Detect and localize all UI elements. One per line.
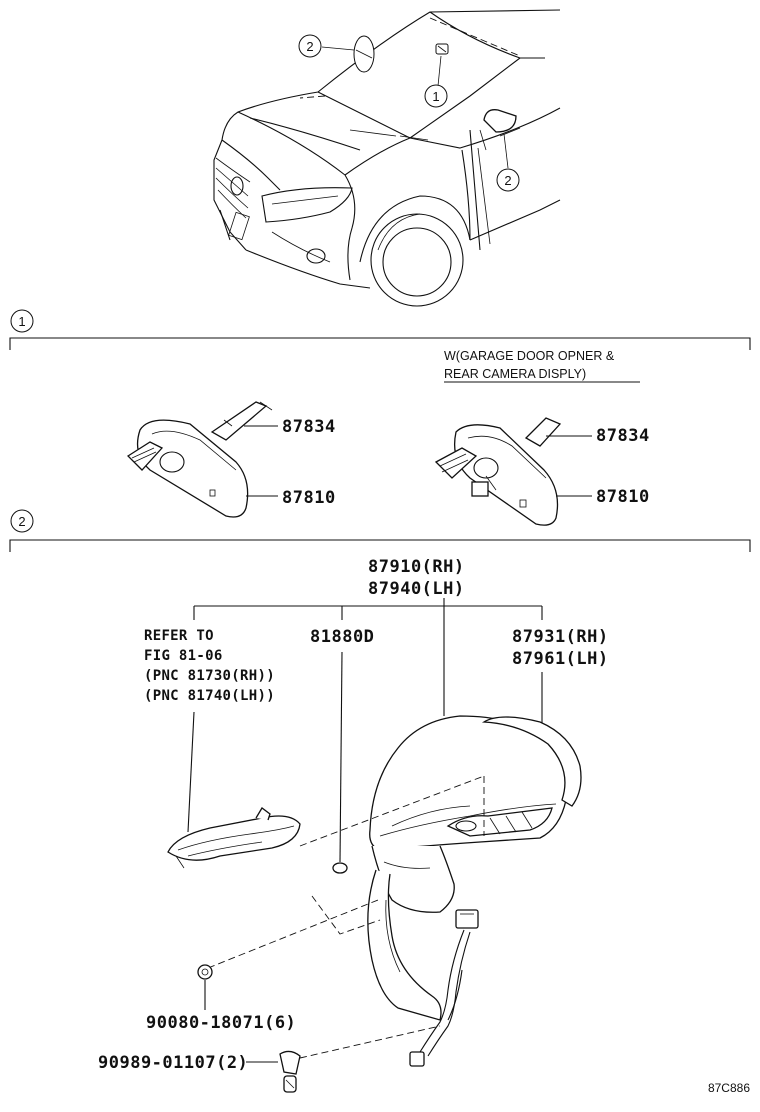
svg-text:W(GARAGE DOOR OPNER &: W(GARAGE DOOR OPNER & bbox=[444, 349, 615, 363]
svg-text:2: 2 bbox=[18, 514, 25, 529]
refer-line-3: (PNC 81730(RH)) bbox=[144, 668, 275, 684]
outer-mirror-assembly bbox=[207, 715, 582, 1067]
clip-90989 bbox=[246, 1050, 301, 1093]
vehicle-illustration bbox=[213, 9, 561, 307]
svg-text:1: 1 bbox=[432, 89, 439, 104]
label-87940-lh: 87940(LH) bbox=[368, 579, 465, 599]
refer-line-1: REFER TO bbox=[144, 628, 214, 644]
label-90989: 90989-01107(2) bbox=[98, 1053, 248, 1073]
part-81880d-shape bbox=[332, 862, 348, 874]
svg-text:2: 2 bbox=[306, 39, 313, 54]
label-87810-left: 87810 bbox=[282, 488, 336, 508]
variant-note: W(GARAGE DOOR OPNER & REAR CAMERA DISPLY… bbox=[444, 349, 640, 383]
assembly-bracket bbox=[193, 598, 543, 716]
label-87931-rh: 87931(RH) bbox=[512, 627, 609, 647]
inner-mirror-right bbox=[434, 417, 592, 526]
label-87910-rh: 87910(RH) bbox=[368, 557, 465, 577]
callout-2-right: 2 bbox=[496, 168, 520, 192]
section-2-header: 2 bbox=[9, 509, 751, 552]
svg-text:REAR CAMERA DISPLY): REAR CAMERA DISPLY) bbox=[444, 367, 586, 381]
label-87961-lh: 87961(LH) bbox=[512, 649, 609, 669]
svg-text:2: 2 bbox=[504, 173, 511, 188]
leader-turn-signal bbox=[187, 711, 195, 833]
refer-line-2: FIG 81-06 bbox=[144, 648, 223, 664]
leader-81880d bbox=[339, 651, 343, 863]
label-87810-right: 87810 bbox=[596, 487, 650, 507]
callout-1: 1 bbox=[424, 84, 448, 108]
callout-2-left: 2 bbox=[298, 34, 322, 58]
turn-signal-lamp bbox=[167, 807, 301, 869]
section-1-header: 1 bbox=[9, 309, 751, 350]
svg-text:1: 1 bbox=[18, 314, 25, 329]
diagram-id: 87C886 bbox=[708, 1081, 750, 1095]
label-90080: 90080-18071(6) bbox=[146, 1013, 296, 1033]
label-87834-left: 87834 bbox=[282, 417, 336, 437]
label-87834-right: 87834 bbox=[596, 426, 650, 446]
label-81880d: 81880D bbox=[310, 627, 374, 647]
inner-mirror-left bbox=[126, 401, 278, 518]
nut-90080 bbox=[197, 964, 213, 1010]
refer-line-4: (PNC 81740(LH)) bbox=[144, 688, 275, 704]
